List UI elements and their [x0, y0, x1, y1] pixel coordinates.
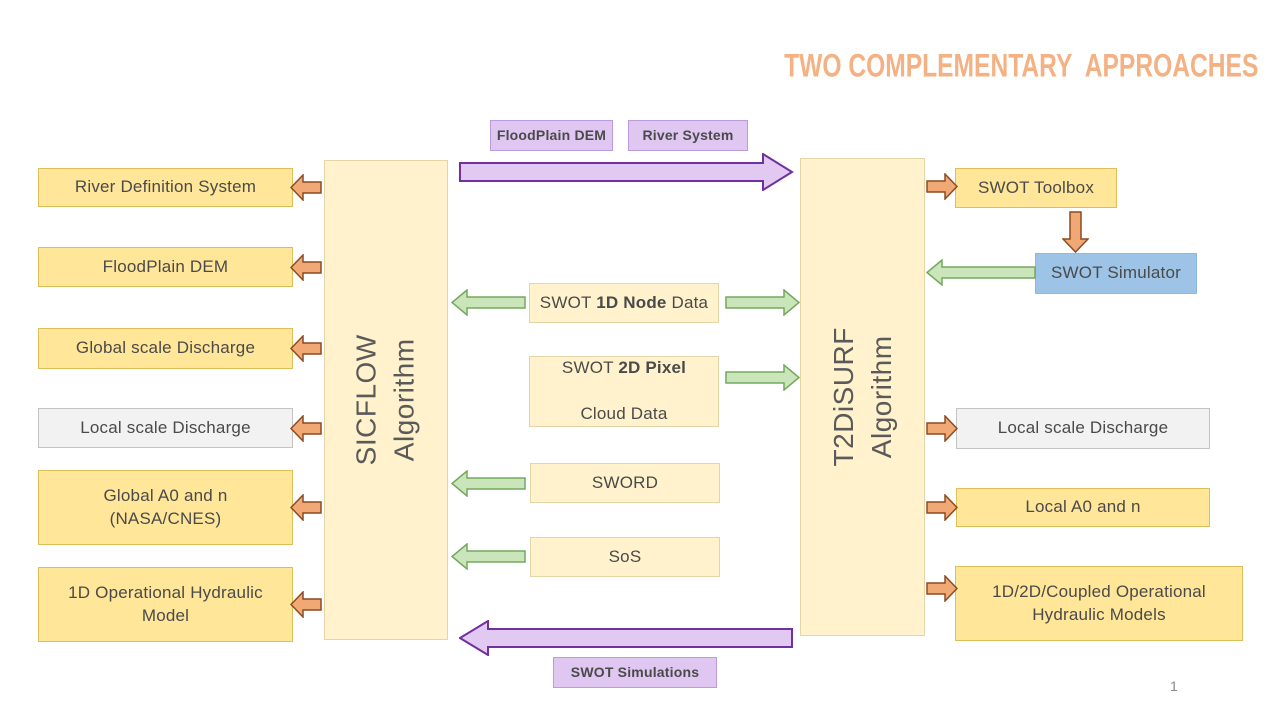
- box-swot-simulator: SWOT Simulator: [1035, 253, 1197, 294]
- box-floodplain-dem-left-label: FloodPlain DEM: [102, 256, 229, 276]
- arrow-sicflow-to-1d-model-icon: [290, 591, 322, 618]
- arrow-sos-to-sicflow-icon: [451, 543, 526, 570]
- box-1d-operational-hydraulic-model: 1D Operational Hydraulic Model: [38, 567, 293, 642]
- box-sos-label: SoS: [608, 546, 642, 566]
- sicflow-algorithm-column: SICFLOW Algorithm: [324, 160, 448, 640]
- box-swot-toolbox: SWOT Toolbox: [955, 168, 1117, 208]
- arrow-sword-to-sicflow-icon: [451, 470, 526, 497]
- box-swot-2d-pixel-cloud-data: SWOT 2D Pixel Cloud Data: [529, 356, 719, 427]
- box-sword: SWORD: [530, 463, 720, 503]
- arrow-t2disurf-to-coupled-models-icon: [926, 575, 958, 602]
- box-global-scale-discharge: Global scale Discharge: [38, 328, 293, 369]
- box-local-scale-discharge-right: Local scale Discharge: [956, 408, 1210, 449]
- box-local-a0-and-n-label: Local A0 and n: [1025, 497, 1141, 517]
- arrow-2d-pixel-to-t2disurf-icon: [725, 364, 800, 391]
- arrow-t2disurf-to-local-a0-icon: [926, 494, 958, 521]
- arrow-sicflow-to-global-a0-icon: [290, 494, 322, 521]
- box-swot-1d-node-data-label: SWOT 1D Node Data: [539, 292, 709, 312]
- label-floodplain-dem-flow-text: FloodPlain DEM: [496, 127, 607, 144]
- box-global-a0-and-n: Global A0 and n (NASA/CNES): [38, 470, 293, 545]
- box-swot-1d-node-data: SWOT 1D Node Data: [529, 283, 719, 323]
- arrow-t2disurf-to-swot-toolbox-icon: [926, 173, 958, 200]
- arrow-1d-node-to-sicflow-icon: [451, 289, 526, 316]
- box-sos: SoS: [530, 537, 720, 577]
- t2disurf-algorithm-column: T2DiSURF Algorithm: [800, 158, 925, 636]
- label-swot-simulations-text: SWOT Simulations: [570, 664, 700, 681]
- box-swot-2d-pixel-cloud-data-label: SWOT 2D Pixel Cloud Data: [561, 358, 687, 423]
- label-swot-simulations: SWOT Simulations: [553, 657, 717, 688]
- box-1d-2d-coupled-models-label: 1D/2D/Coupled Operational Hydraulic Mode…: [992, 581, 1206, 624]
- box-floodplain-dem-left: FloodPlain DEM: [38, 247, 293, 287]
- box-1d-2d-coupled-models: 1D/2D/Coupled Operational Hydraulic Mode…: [955, 566, 1243, 641]
- arrow-1d-node-to-t2disurf-icon: [725, 289, 800, 316]
- box-swot-simulator-label: SWOT Simulator: [1050, 263, 1181, 283]
- arrow-sicflow-to-t2disurf-icon: [459, 153, 794, 191]
- box-sword-label: SWORD: [591, 472, 659, 492]
- label-river-system-flow-text: River System: [642, 127, 734, 144]
- arrow-sicflow-to-local-discharge-icon: [290, 415, 322, 442]
- arrow-sicflow-to-river-definition-icon: [290, 174, 322, 201]
- box-river-definition-system-label: River Definition System: [74, 177, 257, 197]
- arrow-sicflow-to-global-discharge-icon: [290, 335, 322, 362]
- t2disurf-algorithm-label: T2DiSURF Algorithm: [827, 327, 897, 467]
- box-global-scale-discharge-label: Global scale Discharge: [75, 338, 256, 358]
- box-global-a0-and-n-label: Global A0 and n (NASA/CNES): [103, 485, 228, 528]
- arrow-t2disurf-to-sicflow-icon: [459, 620, 793, 656]
- box-local-scale-discharge-left: Local scale Discharge: [38, 408, 293, 448]
- box-river-definition-system: River Definition System: [38, 168, 293, 207]
- arrow-sicflow-to-floodplain-dem-icon: [290, 254, 322, 281]
- sicflow-algorithm-label: SICFLOW Algorithm: [351, 334, 420, 466]
- slide-title: TWO COMPLEMENTARY APPROACHES: [783, 48, 1258, 85]
- box-local-scale-discharge-left-label: Local scale Discharge: [80, 417, 251, 437]
- box-local-a0-and-n: Local A0 and n: [956, 488, 1210, 527]
- arrow-t2disurf-to-local-discharge-icon: [926, 415, 958, 442]
- box-local-scale-discharge-right-label: Local scale Discharge: [997, 418, 1169, 438]
- label-floodplain-dem-flow: FloodPlain DEM: [490, 120, 613, 151]
- label-river-system-flow: River System: [628, 120, 748, 151]
- box-swot-toolbox-label: SWOT Toolbox: [977, 177, 1095, 197]
- arrow-toolbox-to-simulator-icon: [1062, 211, 1089, 253]
- box-1d-operational-hydraulic-model-label: 1D Operational Hydraulic Model: [68, 582, 263, 625]
- arrow-simulator-to-t2disurf-icon: [926, 259, 1036, 286]
- page-number: 1: [1170, 678, 1178, 694]
